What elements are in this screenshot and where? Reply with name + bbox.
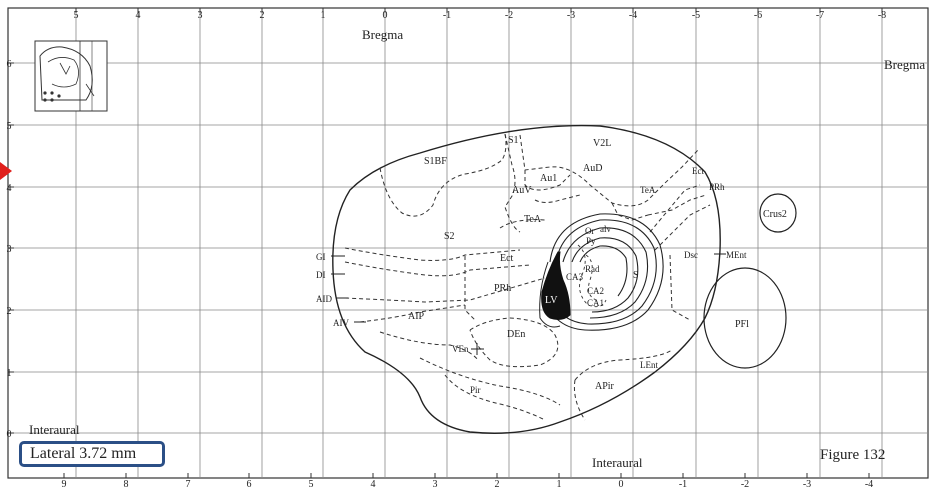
tick-marks — [8, 8, 883, 478]
level-indicator-arrow — [0, 162, 12, 180]
bregma-right-label: Bregma — [884, 57, 925, 72]
region-boundaries — [344, 133, 711, 421]
region-rad: Rad — [585, 264, 600, 274]
top-tick-label: 3 — [198, 10, 203, 21]
top-tick-label: -2 — [505, 10, 513, 21]
interaural-label: Interaural — [592, 455, 643, 470]
top-tick-label: -7 — [816, 10, 824, 21]
region-aip: AIP — [408, 311, 425, 322]
region-di: DI — [316, 270, 326, 280]
region-ca2: CA2 — [587, 286, 604, 296]
region-aiv: AIV — [333, 318, 349, 328]
region-prh-top: PRh — [709, 182, 725, 192]
region-s1: S1 — [508, 135, 519, 146]
top-tick-label: 1 — [321, 10, 326, 21]
region-prh-mid: PRh — [494, 283, 511, 294]
ventricle-wall — [539, 261, 561, 328]
bottom-tick-label: 2 — [495, 479, 500, 490]
region-s2: S2 — [444, 231, 455, 242]
bottom-tick-label: 4 — [371, 479, 376, 490]
region-tea-right: TeA — [640, 185, 656, 195]
region-pfl: PFl — [735, 319, 749, 330]
region-pir: Pir — [470, 385, 481, 395]
bregma-label: Bregma — [362, 27, 403, 42]
region-ca3: CA3 — [566, 272, 584, 282]
top-tick-label: -8 — [878, 10, 886, 21]
bottom-tick-label: -2 — [741, 479, 749, 490]
left-tick-label: 3 — [7, 244, 12, 255]
top-tick-label: 0 — [383, 10, 388, 21]
grid — [8, 8, 928, 478]
region-gi: GI — [316, 252, 326, 262]
region-ven: VEn — [452, 344, 469, 354]
region-ect-top: Ect — [692, 166, 704, 176]
left-tick-label: 6 — [7, 59, 12, 70]
bottom-tick-label: 9 — [62, 479, 67, 490]
region-crus2: Crus2 — [763, 209, 787, 220]
bottom-tick-label: 5 — [309, 479, 314, 490]
top-tick-label: -4 — [629, 10, 637, 21]
region-au1: Au1 — [540, 173, 557, 184]
region-auv: AuV — [512, 185, 532, 196]
left-axis-labels: 6 5 4 3 2 1 0 — [7, 59, 12, 440]
left-tick-label: 1 — [7, 368, 12, 379]
bottom-tick-label: 0 — [619, 479, 624, 490]
top-tick-label: -1 — [443, 10, 451, 21]
left-tick-label: 2 — [7, 306, 12, 317]
bottom-tick-label: -4 — [865, 479, 873, 490]
top-axis-labels: 5 4 3 2 1 0 -1 -2 -3 -4 -5 -6 -7 -8 — [74, 10, 887, 21]
hippocampus — [544, 213, 664, 331]
region-tea-center: TeA — [524, 214, 542, 225]
interaural-left-label: Interaural — [29, 422, 80, 437]
inset-brain-thumbnail — [34, 40, 108, 112]
left-tick-label: 5 — [7, 121, 12, 132]
region-den: DEn — [507, 329, 525, 340]
bottom-tick-label: 1 — [557, 479, 562, 490]
top-tick-label: -6 — [754, 10, 762, 21]
region-v2l: V2L — [593, 138, 611, 149]
region-s: S — [633, 270, 639, 281]
lateral-value-label: Lateral 3.72 mm — [19, 441, 165, 467]
top-tick-label: -3 — [567, 10, 575, 21]
region-ca1: CA1 — [587, 298, 604, 308]
region-aud: AuD — [583, 163, 602, 174]
region-alv: alv — [600, 224, 611, 234]
region-ment: MEnt — [726, 250, 747, 260]
left-tick-label: 4 — [7, 183, 12, 194]
bottom-tick-label: 7 — [186, 479, 191, 490]
figure-frame — [7, 7, 929, 479]
region-lv: LV — [545, 295, 558, 306]
bottom-tick-label: -1 — [679, 479, 687, 490]
hippocampus-layers — [577, 244, 607, 308]
pfl-outline — [703, 267, 787, 369]
bottom-tick-label: -3 — [803, 479, 811, 490]
top-tick-label: -5 — [692, 10, 700, 21]
bottom-tick-label: 3 — [433, 479, 438, 490]
region-lent: LEnt — [640, 360, 658, 370]
region-py: Py — [586, 236, 596, 246]
region-s1bf: S1BF — [424, 156, 447, 167]
label-pointers — [331, 253, 726, 355]
top-tick-label: 2 — [260, 10, 265, 21]
region-labels: S1 V2L S1BF AuD Au1 AuV Ect PRh TeA TeA … — [316, 135, 787, 395]
bottom-tick-label: 6 — [247, 479, 252, 490]
lateral-ventricle — [541, 251, 571, 320]
left-tick-label: 0 — [7, 429, 12, 440]
brain-section-outline — [332, 124, 721, 434]
region-dsc: Dsc — [684, 250, 698, 260]
top-tick-label: 5 — [74, 10, 79, 21]
crus2-outline — [759, 193, 797, 233]
region-or: Or — [585, 226, 595, 236]
region-ect-mid: Ect — [500, 253, 514, 264]
bottom-tick-label: 8 — [124, 479, 129, 490]
top-tick-label: 4 — [136, 10, 141, 21]
bottom-axis-labels: 9 8 7 6 5 4 3 2 1 0 -1 -2 -3 -4 — [62, 479, 874, 490]
region-aid: AID — [316, 294, 332, 304]
figure-number: Figure 132 — [820, 447, 886, 463]
region-apir: APir — [595, 381, 615, 392]
